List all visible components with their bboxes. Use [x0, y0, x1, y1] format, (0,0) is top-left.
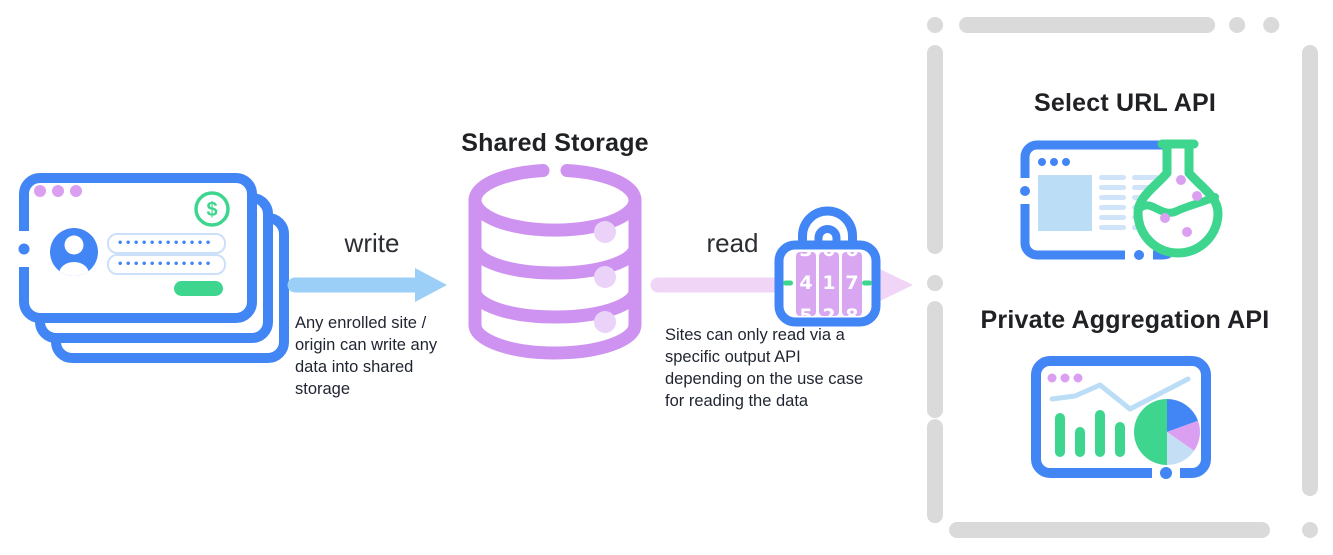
private-aggregation-api-title: Private Aggregation API — [980, 306, 1270, 334]
lock-dial: 0 1 2 — [819, 252, 839, 316]
shared-storage-title: Shared Storage — [461, 129, 649, 157]
select-url-api-title: Select URL API — [1033, 89, 1217, 117]
lock-dial: 6 7 8 — [842, 252, 862, 316]
pie-chart — [1134, 399, 1200, 465]
window-dots — [1038, 158, 1070, 166]
line-chart — [1049, 376, 1191, 412]
write-label: write — [344, 228, 400, 258]
window-dots — [1047, 373, 1083, 383]
lock-shackle — [798, 206, 857, 252]
database-dot — [594, 266, 616, 288]
window-dots — [34, 185, 82, 197]
read-caption: Sites can only read via a specific outpu… — [665, 326, 864, 410]
output-apis-panel-border — [927, 17, 1318, 538]
bar-chart — [1055, 410, 1125, 457]
write-caption: Any enrolled site / origin can write any… — [295, 314, 438, 398]
password-value: •••••••••••• — [117, 238, 213, 249]
login-button — [174, 281, 223, 296]
lock-shackle-inner — [814, 225, 841, 251]
write-arrow — [287, 268, 447, 302]
dashboard-icon — [1031, 356, 1211, 481]
lock-dials: 3 4 5 0 1 2 6 7 8 — [796, 252, 862, 316]
password-value: •••••••••••• — [117, 259, 213, 270]
content-block — [1038, 175, 1092, 231]
avatar-icon — [50, 228, 98, 276]
read-label: read — [706, 228, 759, 258]
svg-text:$: $ — [206, 199, 217, 221]
database-dot — [594, 311, 616, 333]
database-icon — [468, 164, 642, 360]
lock-mark-left — [783, 280, 793, 286]
password-field — [107, 233, 226, 254]
login-windows-illustration: $ — [17, 173, 289, 363]
border-dot — [18, 243, 30, 255]
database-dot — [594, 221, 616, 243]
lock-dial: 3 4 5 — [796, 252, 816, 316]
dollar-icon: $ — [194, 191, 230, 227]
lock-mark-right — [862, 280, 872, 286]
password-field — [107, 254, 226, 275]
flask-icon — [1133, 139, 1223, 258]
select-url-api-icon — [1018, 139, 1223, 263]
